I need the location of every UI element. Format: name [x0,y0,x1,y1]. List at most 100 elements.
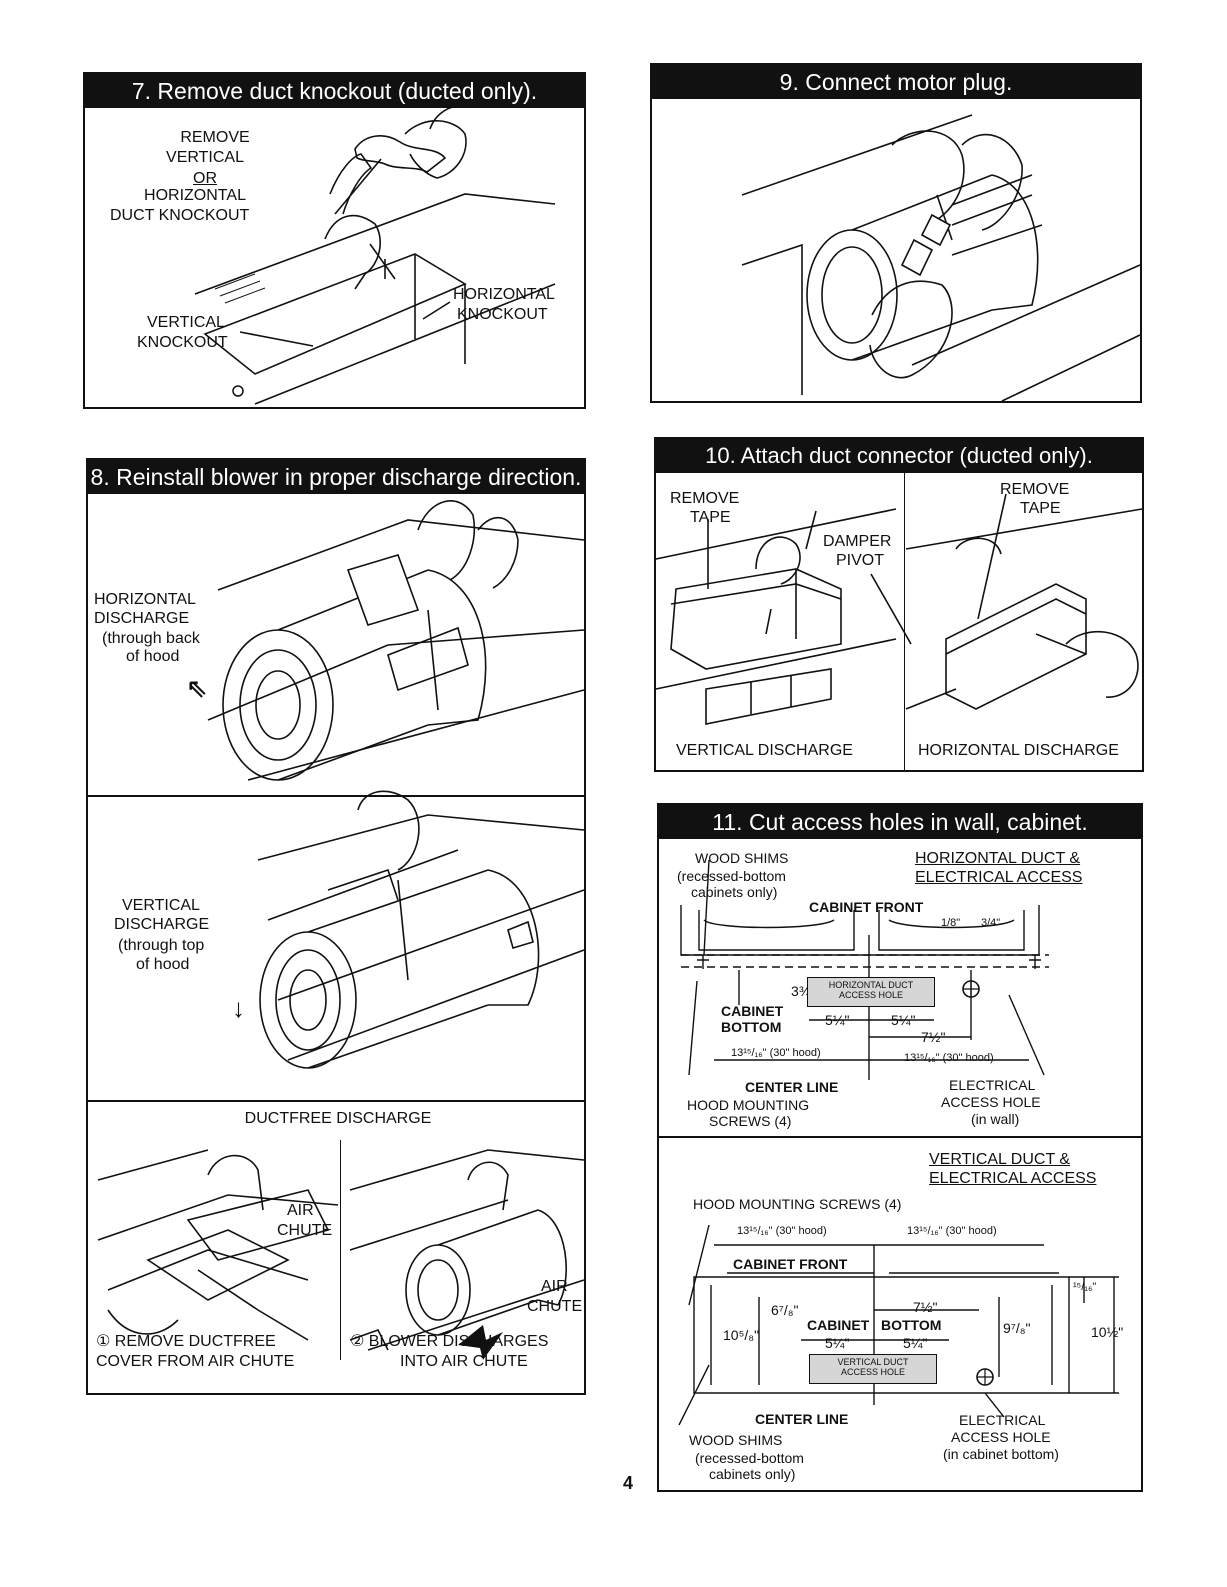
vertical-knockout-1: VERTICAL [147,314,225,331]
air-chute-b-1: AIR [541,1278,568,1295]
page-number: 4 [623,1473,634,1493]
v-hole-1: VERTICAL DUCT [837,1357,909,1367]
hood-screws-2: SCREWS (4) [709,1113,792,1129]
v-dim-13-right: 13¹⁵/₁₆" (30" hood) [907,1225,997,1237]
divider-1 [88,795,584,797]
damper-pivot-1: DAMPER [823,533,892,550]
cabinet-front: CABINET FRONT [809,899,924,915]
remove-tape-right-2: TAPE [1020,500,1061,517]
air-chute-b-2: CHUTE [527,1298,583,1315]
step-a-line2: COVER FROM AIR CHUTE [96,1353,295,1370]
v-elec-1: ELECTRICAL [959,1412,1046,1428]
v-cabinet-front: CABINET FRONT [733,1256,848,1272]
step9-panel: 9. Connect motor plug. [650,63,1142,403]
ductfree-divider [340,1140,341,1360]
h-access-2: ELECTRICAL ACCESS [915,869,1083,886]
v-dim-7-1-2: 7½" [913,1299,938,1315]
step8-title: 8. Reinstall blower in proper discharge … [88,460,584,494]
damper-pivot-2: PIVOT [836,552,885,569]
vertical-label-1: VERTICAL [122,897,200,914]
horizontal-duct-access-hole: HORIZONTAL DUCT ACCESS HOLE [807,977,935,1007]
v-cabinet-bottom-b: BOTTOM [881,1317,942,1333]
divider-2 [88,1100,584,1102]
v-wood-shims-1: WOOD SHIMS [689,1432,783,1448]
wood-shims-2: (recessed-bottom [677,868,786,884]
vertical-label-2: DISCHARGE [114,916,210,933]
vertical-discharge-caption: VERTICAL DISCHARGE [676,742,853,759]
remove-tape-right-1: REMOVE [1000,481,1070,498]
horizontal-access-diagram [659,805,1141,1135]
air-chute-a-1: AIR [287,1202,314,1219]
v-dim-10-1-2: 10½" [1091,1324,1124,1340]
vertical-knockout-2: KNOCKOUT [137,334,228,351]
v-dim-13-left: 13¹⁵/₁₆" (30" hood) [737,1225,827,1237]
arrow-down-icon: ↓ [232,993,245,1023]
step11-divider [659,1136,1141,1138]
step10-title: 10. Attach duct connector (ducted only). [656,439,1142,473]
vertical-discharge-illustration [88,460,584,1100]
step-b-line2: INTO AIR CHUTE [400,1353,528,1370]
v-dim-10-5-8: 10⁵/₈" [723,1327,760,1343]
step7-title: 7. Remove duct knockout (ducted only). [85,74,584,108]
h-hole-1: HORIZONTAL DUCT [828,980,914,990]
elec-hole-1: ELECTRICAL [949,1077,1036,1093]
v-dim-5-1-4-a: 5¼" [825,1335,850,1351]
v-dim-9-7-8: 9⁷/₈" [1003,1320,1031,1336]
remove-line5: DUCT KNOCKOUT [110,207,250,224]
duct-connector-illustration [656,439,1142,770]
motor-plug-illustration [652,65,1140,401]
horizontal-label-3: (through back [102,630,200,647]
step7-panel: 7. Remove duct knockout (ducted only). [83,72,586,409]
center-line: CENTER LINE [745,1079,839,1095]
v-dim-6-7-8: 6⁷/₈" [771,1302,799,1318]
h-access-1: HORIZONTAL DUCT & [915,850,1081,867]
step11-title: 11. Cut access holes in wall, cabinet. [659,805,1141,839]
arrow-up-left-icon: ⇖ [186,673,208,703]
step8-panel: 8. Reinstall blower in proper discharge … [86,458,586,1395]
elec-hole-3: (in wall) [971,1111,1020,1127]
cabinet-bottom-1: CABINET [721,1003,784,1019]
ductfree-title: DUCTFREE DISCHARGE [244,1110,432,1127]
remove-line2: VERTICAL [166,149,244,166]
step-b-line1: ② BLOWER DISCHARGES [350,1333,549,1350]
dim-13-left: 13¹⁵/₁₆" (30" hood) [731,1047,821,1059]
v-center-line: CENTER LINE [755,1411,849,1427]
dim-7-1-2: 7½" [921,1029,946,1045]
v-wood-shims-2: (recessed-bottom [695,1450,804,1466]
dim-13-right: 13¹⁵/₁₆" (30" hood) [904,1052,994,1064]
cabinet-bottom-2: BOTTOM [721,1019,782,1035]
v-hole-2: ACCESS HOLE [840,1367,906,1377]
v-wood-shims-3: cabinets only) [709,1466,796,1482]
v-access-1: VERTICAL DUCT & [929,1151,1071,1168]
step9-title: 9. Connect motor plug. [652,65,1140,99]
v-hood-screws: HOOD MOUNTING SCREWS (4) [693,1196,902,1212]
remove-tape-left-2: TAPE [690,509,731,526]
horizontal-knockout-2: KNOCKOUT [457,306,548,323]
remove-line1: REMOVE [180,129,250,146]
step10-divider [904,473,905,770]
v-elec-2: ACCESS HOLE [951,1429,1051,1445]
horizontal-label-2: DISCHARGE [94,610,190,627]
knockout-illustration [85,74,584,407]
vertical-duct-access-hole: VERTICAL DUCT ACCESS HOLE [809,1354,937,1384]
horizontal-discharge-illustration [88,460,584,795]
remove-tape-left-1: REMOVE [670,490,740,507]
v-cabinet-bottom-a: CABINET [807,1317,870,1333]
horizontal-discharge-caption: HORIZONTAL DISCHARGE [918,742,1119,759]
v-dim-15-16: ¹⁵/₁₆" [1073,1281,1097,1293]
vertical-label-3: (through top [118,937,205,954]
ductfree-illustration [88,460,584,1360]
vertical-label-4: of hood [136,956,190,973]
remove-line4: HORIZONTAL [144,187,246,204]
hood-screws-1: HOOD MOUNTING [687,1097,810,1113]
dim-5-1-4-b: 5¼" [891,1012,916,1028]
dim-5-1-4-a: 5¼" [825,1012,850,1028]
elec-hole-2: ACCESS HOLE [941,1094,1041,1110]
h-hole-2: ACCESS HOLE [838,990,904,1000]
horizontal-label-1: HORIZONTAL [94,591,196,608]
v-dim-5-1-4-b: 5¼" [903,1335,928,1351]
horizontal-knockout-1: HORIZONTAL [453,286,555,303]
wood-shims-3: cabinets only) [691,884,778,900]
step10-panel: 10. Attach duct connector (ducted only). [654,437,1144,772]
step-a-line1: ① REMOVE DUCTFREE [96,1333,276,1350]
